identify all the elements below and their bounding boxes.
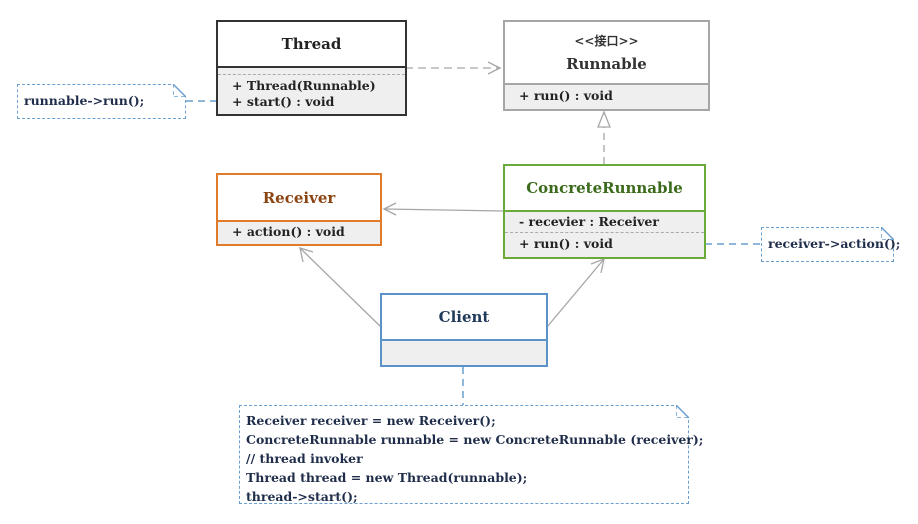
section-divider [505,232,704,233]
thread-class[interactable]: Thread + Thread(Runnable) + start() : vo… [216,20,407,116]
runnable-interface-name: Runnable [566,55,647,73]
receiver-action-method: + action() : void [232,224,345,239]
realization-arrowhead [597,110,611,128]
concrete-runnable-note-line: receiver->action(); [768,236,901,251]
client-class-members [382,341,546,365]
client-note-line-3: // thread invoker [246,451,363,466]
thread-class-header: Thread [218,22,405,68]
client-note-line-1: Receiver receiver = new Receiver(); [246,413,496,428]
client-note-line-4: Thread thread = new Thread(runnable); [246,470,528,485]
thread-class-members: + Thread(Runnable) + start() : void [218,68,405,114]
thread-start-method: + start() : void [232,94,335,109]
client-note[interactable]: Receiver receiver = new Receiver(); Conc… [239,405,704,504]
receiver-class[interactable]: Receiver + action() : void [216,173,382,246]
association-arrowhead [382,202,397,216]
concrete-runnable-note[interactable]: receiver->action(); [761,227,901,262]
thread-note[interactable]: runnable->run(); [17,84,186,119]
concrete-receiver-field: - recevier : Receiver [519,214,659,229]
client-to-receiver-association [299,247,382,328]
note-fold-icon [676,405,689,418]
note-fold-icon [881,227,894,240]
runnable-interface-header: <<接口>> Runnable [505,22,708,85]
concrete-runnable-class-body: - recevier : Receiver + run() : void [505,212,704,257]
receiver-class-header: Receiver [218,175,380,222]
runnable-interface[interactable]: <<接口>> Runnable + run() : void [503,20,710,111]
runnable-run-method: + run() : void [519,88,613,103]
client-note-line-2: ConcreteRunnable runnable = new Concrete… [246,432,704,447]
concrete-runnable-class[interactable]: ConcreteRunnable - recevier : Receiver +… [503,164,706,259]
client-to-concrete-association [546,258,605,328]
runnable-interface-members: + run() : void [505,85,708,109]
client-note-line-5: thread->start(); [246,489,358,504]
interface-stereotype: <<接口>> [574,34,639,48]
client-class[interactable]: Client [380,293,548,367]
dependency-arrowhead [487,61,502,75]
thread-note-line: runnable->run(); [24,93,145,108]
client-concrete-arrowhead [590,257,605,274]
thread-constructor: + Thread(Runnable) [232,78,376,93]
concrete-runnable-class-name: ConcreteRunnable [526,179,683,197]
client-class-header: Client [382,295,546,341]
concrete-to-receiver-association [383,208,504,212]
client-receiver-arrowhead [299,247,314,263]
section-divider [218,74,405,75]
concrete-runnable-class-header: ConcreteRunnable [505,166,704,212]
thread-class-name: Thread [281,35,342,53]
concrete-run-method: + run() : void [519,236,613,251]
note-fold-icon [173,84,186,97]
receiver-class-name: Receiver [262,188,336,207]
client-class-name: Client [438,308,490,326]
receiver-class-members: + action() : void [218,222,380,244]
